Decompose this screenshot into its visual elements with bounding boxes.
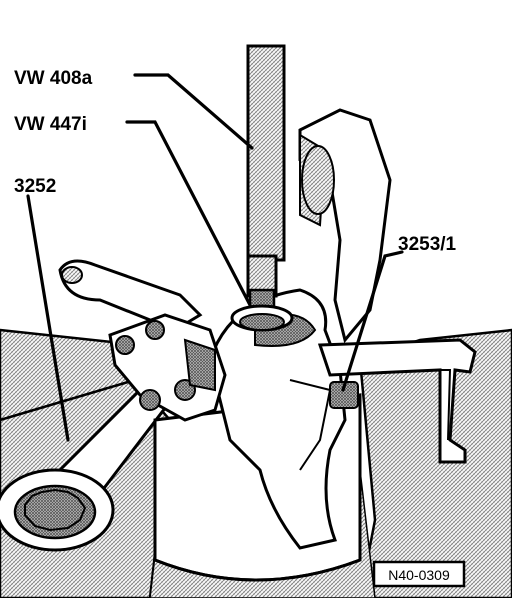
callout-leaders [26, 73, 404, 442]
leader-vw408a [133, 73, 254, 150]
label-vw447i: VW 447i [14, 114, 87, 135]
figure-code-box: N40-0309 [372, 560, 466, 588]
label-3253-1: 3253/1 [398, 234, 457, 255]
leader-vw447i [125, 120, 252, 307]
label-3252: 3252 [14, 176, 56, 197]
leader-3253-1 [341, 250, 404, 392]
leader-3252 [26, 194, 70, 442]
figure-code: N40-0309 [388, 567, 450, 583]
puller-3253-1 [317, 338, 477, 464]
label-vw408a: VW 408a [14, 68, 93, 89]
wrench-3252 [0, 378, 178, 552]
thrust-piece-vw447i [239, 313, 285, 331]
